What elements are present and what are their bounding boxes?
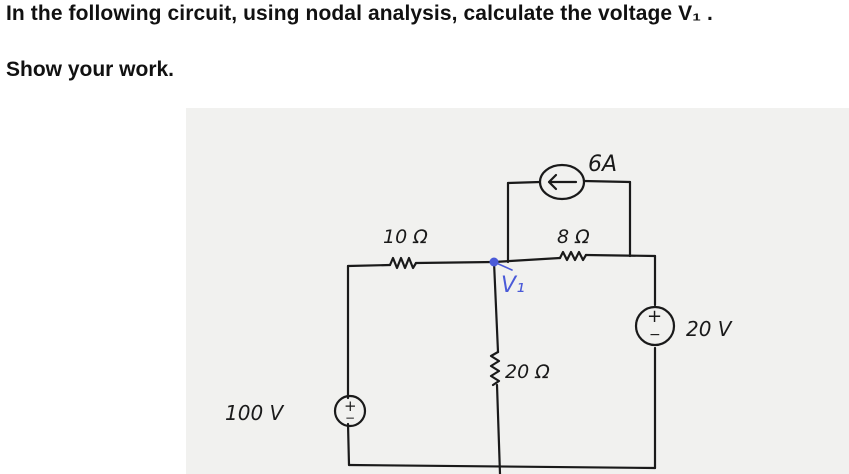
source-20v-label: 20 V xyxy=(686,317,733,341)
resistor-8-ohm-label: 8 Ω xyxy=(557,226,590,248)
source-20v-minus-sign: − xyxy=(649,327,661,343)
wire-to-node xyxy=(414,260,496,265)
current-arrow-icon xyxy=(547,173,578,191)
source-100v-plus-sign: + xyxy=(344,397,357,415)
wire-middle-bottom xyxy=(495,383,502,474)
instruction-text: Show your work. xyxy=(6,58,175,81)
wire-left-bottom xyxy=(346,422,351,467)
question-text: In the following circuit, using nodal an… xyxy=(6,2,713,25)
source-100v-minus-sign: − xyxy=(345,411,355,425)
source-20v-plus-sign: + xyxy=(647,306,662,327)
wire-bottom xyxy=(347,463,657,470)
current-source-circle xyxy=(538,163,586,201)
wire-top-left xyxy=(346,263,392,268)
resistor-8-ohm xyxy=(558,250,588,262)
voltage-source-20v-circle xyxy=(634,305,676,347)
wire-middle-top xyxy=(492,260,500,354)
current-source-label: 6A xyxy=(588,152,617,177)
voltage-source-100v-circle xyxy=(333,394,367,428)
resistor-10-ohm-label: 10 Ω xyxy=(383,226,428,248)
node-v1-dot xyxy=(489,257,499,267)
wire-cs-right xyxy=(582,179,632,184)
resistor-20-ohm-label: 20 Ω xyxy=(505,361,550,383)
wire-8ohm-right xyxy=(584,253,657,258)
resistor-20-ohm xyxy=(489,350,501,387)
circuit-photo-background xyxy=(186,108,849,474)
wire-node-to-8ohm xyxy=(492,256,562,264)
source-100v-label: 100 V xyxy=(225,401,285,425)
resistor-10-ohm xyxy=(388,256,418,270)
node-v1-label: V₁ xyxy=(501,273,525,298)
wire-cs-left xyxy=(506,180,542,185)
